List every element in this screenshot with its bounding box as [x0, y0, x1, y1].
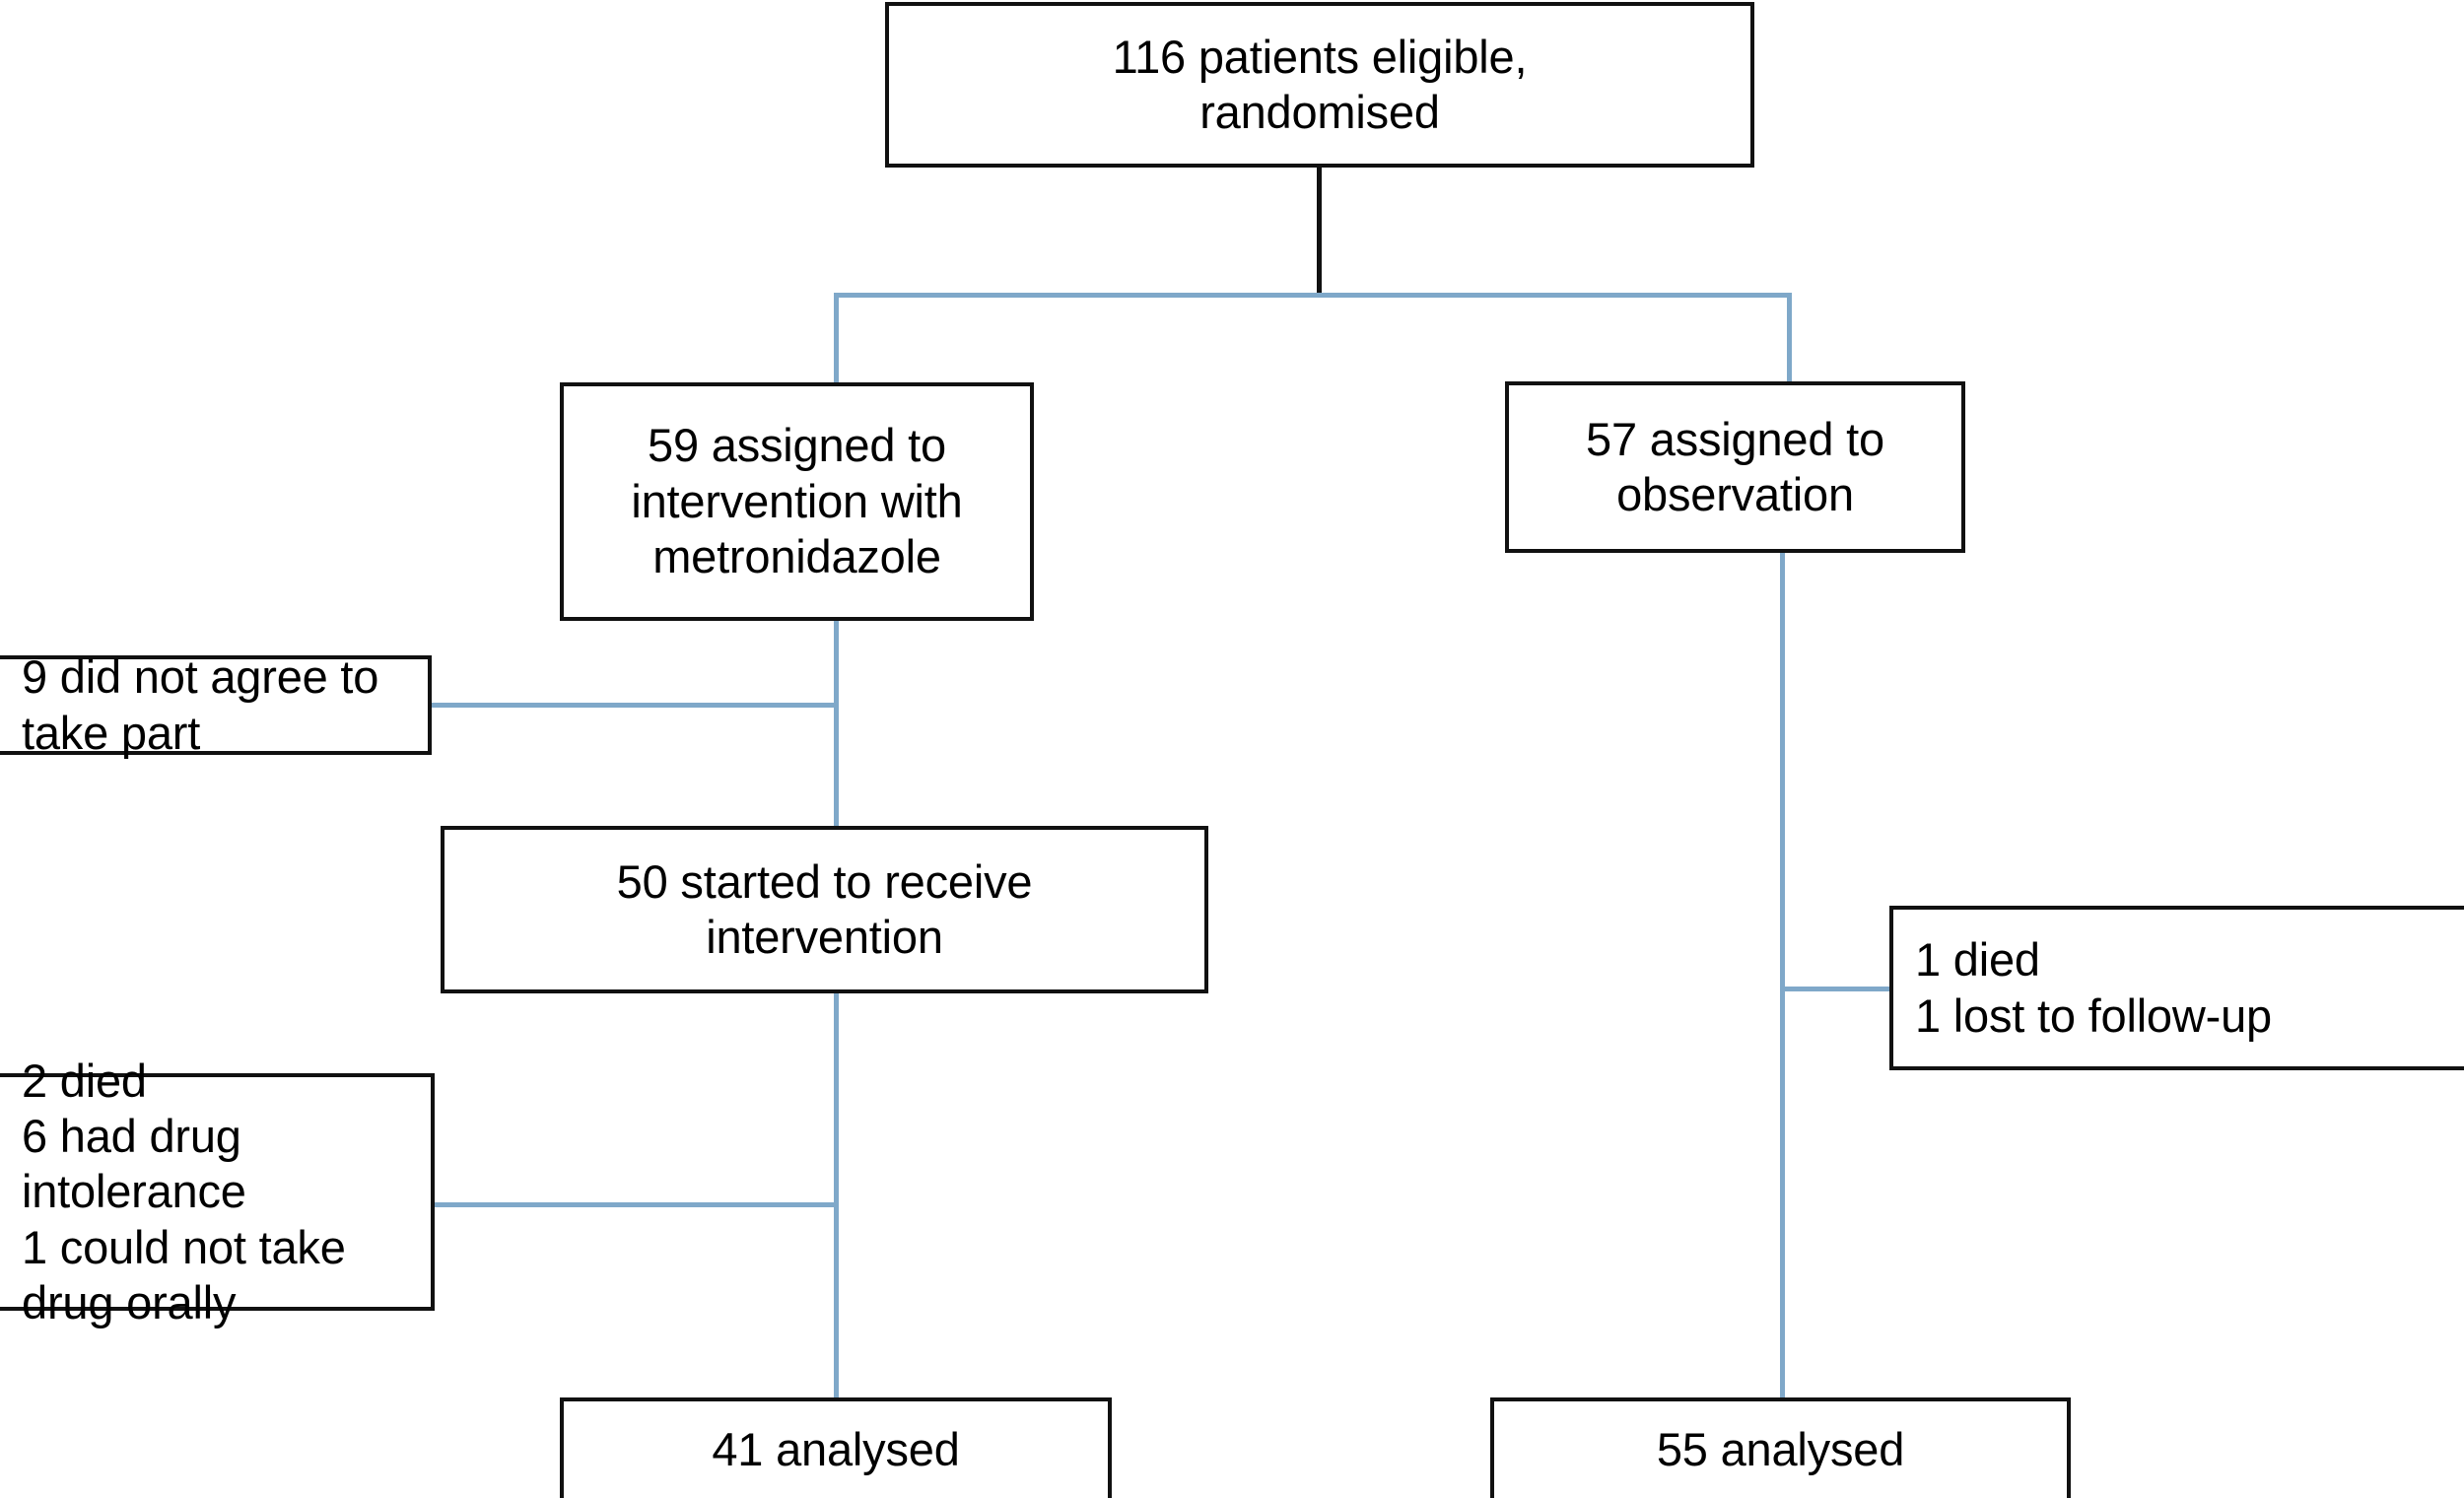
started-intervention-box: 50 started to receive intervention — [441, 826, 1208, 993]
analysed-observation-box-label: 55 analysed — [1656, 1422, 1905, 1475]
assigned-observation-box: 57 assigned to observation — [1505, 381, 1965, 553]
intervention-losses-box: 2 died 6 had drug intolerance 1 could no… — [0, 1055, 435, 1328]
analysed-observation-box: 55 analysed — [1490, 1397, 2071, 1498]
assigned-intervention-box-label: 59 assigned to intervention with metroni… — [631, 419, 963, 583]
intervention-arm-to-started — [834, 618, 839, 828]
analysed-intervention-box-label: 41 analysed — [712, 1422, 960, 1475]
eligible-randomised-box-label: 116 patients eligible, randomised — [1112, 30, 1528, 138]
stem-randomised-down — [1317, 166, 1322, 298]
intervention-losses-box-label: 2 died 6 had drug intolerance 1 could no… — [22, 1054, 346, 1329]
tick-did-not-agree — [431, 703, 837, 708]
started-to-analysed — [834, 990, 839, 1399]
did-not-agree-box-label: 9 did not agree to take part — [22, 650, 379, 759]
assigned-intervention-box: 59 assigned to intervention with metroni… — [560, 382, 1034, 621]
eligible-randomised-box: 116 patients eligible, randomised — [885, 2, 1754, 168]
drop-to-intervention-arm — [834, 293, 839, 384]
tick-observation-losses — [1780, 987, 1892, 991]
split-horizontal-bar — [834, 293, 1792, 298]
observation-losses-box-label: 1 died 1 lost to follow-up — [1915, 933, 2272, 1042]
assigned-observation-box-label: 57 assigned to observation — [1586, 412, 1884, 520]
observation-arm-to-analysed — [1780, 550, 1785, 1399]
analysed-intervention-box: 41 analysed — [560, 1397, 1112, 1498]
did-not-agree-box: 9 did not agree to take part — [0, 650, 432, 759]
observation-losses-box: 1 died 1 lost to follow-up — [1889, 906, 2464, 1070]
tick-intervention-losses — [434, 1202, 837, 1207]
drop-to-observation-arm — [1787, 293, 1792, 383]
started-intervention-box-label: 50 started to receive intervention — [616, 854, 1033, 963]
